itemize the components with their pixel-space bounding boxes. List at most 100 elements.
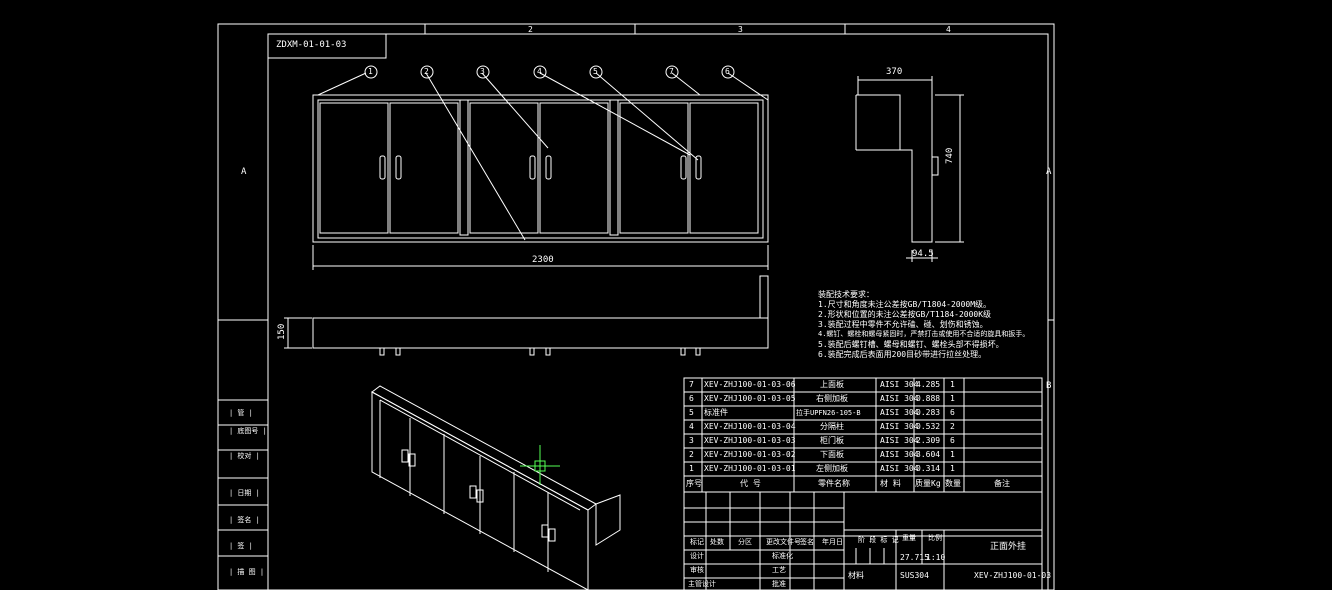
left-strip-label: | 签 | — [229, 542, 253, 550]
title-block-grid — [683, 491, 1043, 590]
balloon-3-label: 3 — [480, 67, 485, 76]
bom-code: XEV-ZHJ100-01-03-02 — [704, 450, 796, 459]
bom-mass: 0.314 — [916, 464, 941, 473]
bom-header-code: 代 号 — [740, 479, 761, 488]
balloon-7-label: 7 — [669, 67, 674, 76]
tb-standard: 标准化 — [772, 552, 793, 560]
tb-scale-label: 比例 — [928, 534, 942, 542]
tb-material-label: 材料 — [848, 571, 864, 580]
bom-name: 右侧加板 — [816, 394, 848, 403]
bom-header-note: 备注 — [994, 479, 1010, 488]
tech-note-6: 6.装配完成后表面用200目砂带进行拉丝处理。 — [818, 350, 987, 359]
side-view — [855, 76, 964, 262]
tech-note-2: 2.形状和位置的未注公差按GB/T1184-2000K级 — [818, 310, 992, 319]
bom-header-mass: 质量Kg — [915, 479, 941, 488]
bom-name: 分隔柱 — [820, 422, 844, 431]
bom-no: 6 — [689, 394, 694, 403]
bom-qty: 2 — [950, 422, 955, 431]
bom-mat: AISI 304 — [880, 408, 919, 417]
left-strip-label: | 签名 | — [229, 516, 260, 524]
plan-view — [284, 275, 769, 356]
tb-material-value: SUS304 — [900, 571, 929, 580]
bom-header-qty: 数量 — [945, 479, 961, 488]
dim-side-bottom: 94.5 — [912, 249, 934, 259]
zone-col-2: 2 — [528, 25, 533, 34]
zone-row-left-a: A — [241, 167, 247, 177]
bom-code: 标准件 — [704, 408, 728, 417]
bom-qty: 6 — [950, 408, 955, 417]
tb-part-title: 正面外挂 — [990, 542, 1027, 552]
tb-change-no: 更改文件号 — [766, 538, 801, 546]
tb-mark: 标记 — [690, 538, 704, 546]
tb-process: 工艺 — [772, 566, 786, 574]
bom-header-no: 序号 — [686, 479, 702, 488]
tb-scale-value: 1:10 — [926, 553, 946, 562]
zone-col-3: 3 — [738, 25, 743, 34]
zone-col-4: 4 — [946, 25, 951, 34]
tb-design: 设计 — [690, 552, 704, 560]
tech-note-3: 3.装配过程中零件不允许磕、碰、划伤和锈蚀。 — [818, 320, 988, 329]
title-code-label: ZDXM-01-01-03 — [276, 40, 347, 50]
drawing-frame — [217, 23, 1055, 590]
bom-name: 拉手UPFN26-105-B — [796, 409, 861, 417]
dim-plan-height: 150 — [277, 323, 287, 340]
zone-row-right-a: A — [1046, 167, 1052, 177]
left-strip-label: | 校对 | — [229, 452, 260, 460]
tech-notes-heading: 装配技术要求： — [818, 290, 874, 299]
bom-code: XEV-ZHJ100-01-03-05 — [704, 394, 796, 403]
balloon-1-label: 1 — [368, 67, 373, 76]
left-strip-grid — [218, 424, 268, 557]
zone-row-right-b: B — [1046, 381, 1052, 391]
left-strip-label: | 底图号 | — [229, 427, 267, 435]
bom-no: 3 — [689, 436, 694, 445]
tb-approve: 主管设计 — [688, 580, 716, 588]
bom-name: 柜门板 — [820, 436, 844, 445]
balloon-4-label: 4 — [537, 67, 542, 76]
tb-approved: 批准 — [772, 580, 786, 588]
bom-name: 上面板 — [820, 380, 844, 389]
left-strip-label: | 管 | — [229, 409, 253, 417]
dim-front-width: 2300 — [532, 255, 554, 265]
tb-weight-value: 27.715 — [900, 553, 929, 562]
left-strip-label: | 日期 | — [229, 489, 260, 497]
bom-mat: AISI 304 — [880, 394, 919, 403]
isometric-view — [371, 385, 621, 590]
bom-no: 7 — [689, 380, 694, 389]
bom-qty: 1 — [950, 394, 955, 403]
bom-code: XEV-ZHJ100-01-03-04 — [704, 422, 796, 431]
bom-mass: 0.888 — [916, 394, 941, 403]
bom-no: 1 — [689, 464, 694, 473]
bom-mass: 0.283 — [916, 408, 941, 417]
bom-qty: 6 — [950, 436, 955, 445]
bom-qty: 1 — [950, 380, 955, 389]
tb-date: 年月日 — [822, 538, 843, 546]
tb-check: 审核 — [690, 566, 704, 574]
dim-side-depth: 370 — [886, 67, 903, 77]
bom-code: XEV-ZHJ100-01-03-06 — [704, 380, 796, 389]
bom-qty: 1 — [950, 450, 955, 459]
tech-note-5: 5.装配后螺钉槽、螺母和螺钉、螺栓头部不得损坏。 — [818, 340, 1004, 349]
bom-header-name: 零件名称 — [818, 479, 850, 488]
bom-mat: AISI 304 — [880, 436, 919, 445]
balloons — [364, 65, 735, 79]
bom-mass: 4.285 — [916, 380, 941, 389]
tech-note-4: 4.螺钉、螺栓和螺母紧固时，严禁打击或使用不合适的旋具和扳手。 — [818, 330, 1030, 338]
bom-mat: AISI 304 — [880, 380, 919, 389]
dim-side-height: 740 — [945, 147, 955, 164]
tb-sign: 签名 — [800, 538, 814, 546]
bom-table-grid — [683, 377, 1043, 493]
bom-header-mat: 材 料 — [880, 479, 901, 488]
balloon-5-label: 5 — [593, 67, 598, 76]
crosshair-cursor — [520, 445, 560, 485]
bom-mass: 3.604 — [916, 450, 941, 459]
bom-no: 2 — [689, 450, 694, 459]
bom-name: 下面板 — [820, 450, 844, 459]
bom-mass: 2.309 — [916, 436, 941, 445]
bom-code: XEV-ZHJ100-01-03-01 — [704, 464, 796, 473]
balloon-2-label: 2 — [424, 67, 429, 76]
bom-code: XEV-ZHJ100-01-03-03 — [704, 436, 796, 445]
bom-mat: AISI 304 — [880, 450, 919, 459]
tb-stage-label: 阶 段 标 记 — [858, 536, 899, 544]
left-strip-label: | 描 图 | — [229, 568, 265, 576]
